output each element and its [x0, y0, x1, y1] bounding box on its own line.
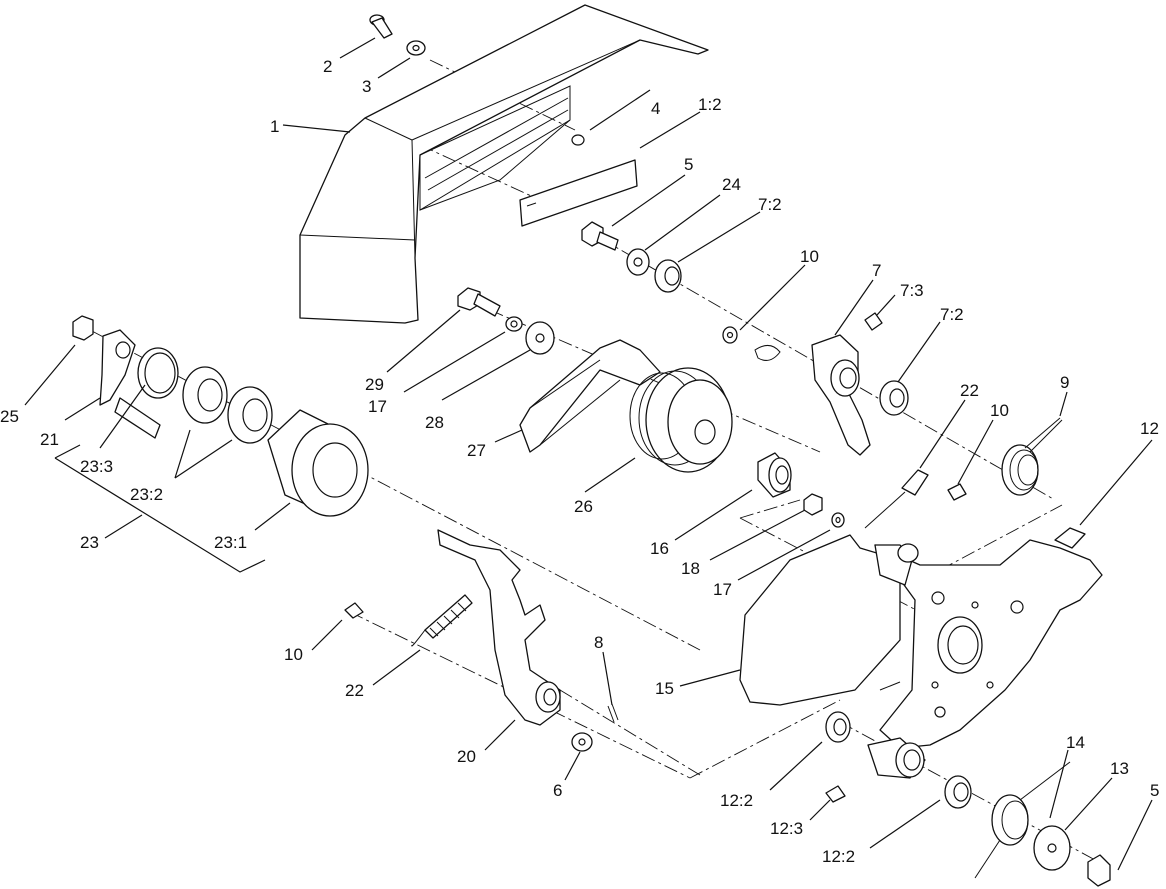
callout-26: 26 — [574, 497, 593, 516]
upper-bolt-stack-part — [581, 221, 738, 344]
belt-guide-part — [739, 534, 901, 706]
callout-10-right: 10 — [990, 401, 1009, 420]
callout-23-2: 23:2 — [130, 485, 163, 504]
belt-cover-part — [299, 4, 709, 324]
callout-17-middle: 17 — [368, 397, 387, 416]
mounting-plate-part — [874, 527, 1103, 749]
middle-bolt-stack-part — [457, 287, 555, 355]
lower-idler-arm-part — [437, 529, 619, 752]
screw-and-washer-part — [369, 14, 426, 56]
callout-7-2-right: 7:2 — [940, 305, 964, 324]
callout-28: 28 — [425, 413, 444, 432]
callout-18: 18 — [681, 559, 700, 578]
callout-23: 23 — [80, 533, 99, 552]
callout-15: 15 — [655, 679, 674, 698]
lower-spring-stack-part — [974, 761, 1111, 887]
callout-3: 3 — [362, 77, 371, 96]
pivot-bushings-part — [825, 711, 972, 809]
callout-12-2-left: 12:2 — [720, 791, 753, 810]
callout-12: 12 — [1140, 419, 1159, 438]
callout-23-1: 23:1 — [214, 533, 247, 552]
callout-21: 21 — [40, 430, 59, 449]
callout-25: 25 — [0, 407, 19, 426]
decal-part — [519, 159, 638, 227]
torsion-spring-part — [1001, 417, 1063, 496]
callout-10-upper: 10 — [800, 247, 819, 266]
callout-10-lower: 10 — [284, 645, 303, 664]
callout-2: 2 — [323, 57, 332, 76]
callout-labels: 1 2 3 4 1:2 5 24 7:2 10 7 7:3 7:2 9 22 1… — [0, 57, 1159, 866]
callout-1-2: 1:2 — [698, 95, 722, 114]
callout-17-lower: 17 — [713, 580, 732, 599]
callout-16: 16 — [650, 539, 669, 558]
drive-belt-part — [519, 339, 661, 453]
callout-7-2-upper: 7:2 — [758, 195, 782, 214]
callout-12-3: 12:3 — [770, 819, 803, 838]
callout-22-lower: 22 — [345, 681, 364, 700]
callout-27: 27 — [467, 441, 486, 460]
upper-spring-link-part — [864, 469, 967, 529]
leader-lines — [24, 37, 1153, 871]
callout-7: 7 — [872, 261, 881, 280]
callout-23-3: 23:3 — [80, 457, 113, 476]
callout-24: 24 — [722, 175, 741, 194]
callout-14: 14 — [1066, 733, 1085, 752]
callout-6: 6 — [553, 781, 562, 800]
callout-12-2-lower: 12:2 — [822, 847, 855, 866]
callout-7-3: 7:3 — [900, 281, 924, 300]
callout-29: 29 — [365, 375, 384, 394]
callout-8: 8 — [594, 633, 603, 652]
lower-spring-and-nut-part — [344, 594, 473, 647]
callout-1: 1 — [270, 117, 279, 136]
lower-bolt-part — [803, 493, 845, 528]
callout-5-lower: 5 — [1150, 781, 1159, 800]
bushing-part — [757, 452, 792, 498]
callout-13: 13 — [1110, 759, 1129, 778]
callout-4: 4 — [651, 99, 660, 118]
callout-20: 20 — [457, 747, 476, 766]
drive-pulley-part — [629, 367, 733, 473]
upper-idler-arm-part — [754, 312, 909, 456]
idler-assembly-part — [72, 315, 369, 517]
callout-5-upper: 5 — [684, 155, 693, 174]
callout-22-upper: 22 — [960, 381, 979, 400]
callout-9: 9 — [1060, 373, 1069, 392]
